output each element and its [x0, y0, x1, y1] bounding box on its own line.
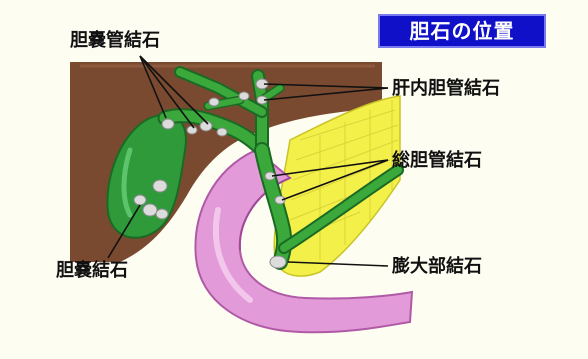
stone	[143, 204, 157, 216]
stone	[239, 92, 249, 100]
label-cystic-duct-stone: 胆嚢管結石	[70, 30, 160, 52]
stone	[270, 256, 286, 268]
stone	[134, 195, 146, 205]
stone	[209, 98, 219, 106]
diagram-title: 胆石の位置	[378, 14, 546, 48]
stone	[162, 119, 174, 129]
stone	[217, 128, 227, 136]
stone	[187, 126, 197, 134]
stone	[156, 209, 168, 219]
label-gallbladder-stone: 胆嚢結石	[56, 260, 128, 282]
label-intrahepatic-stone: 肝内胆管結石	[392, 78, 500, 100]
stone	[153, 180, 167, 192]
label-common-bile-duct-stone: 総胆管結石	[392, 150, 482, 172]
label-ampulla-stone: 膨大部結石	[392, 256, 482, 278]
